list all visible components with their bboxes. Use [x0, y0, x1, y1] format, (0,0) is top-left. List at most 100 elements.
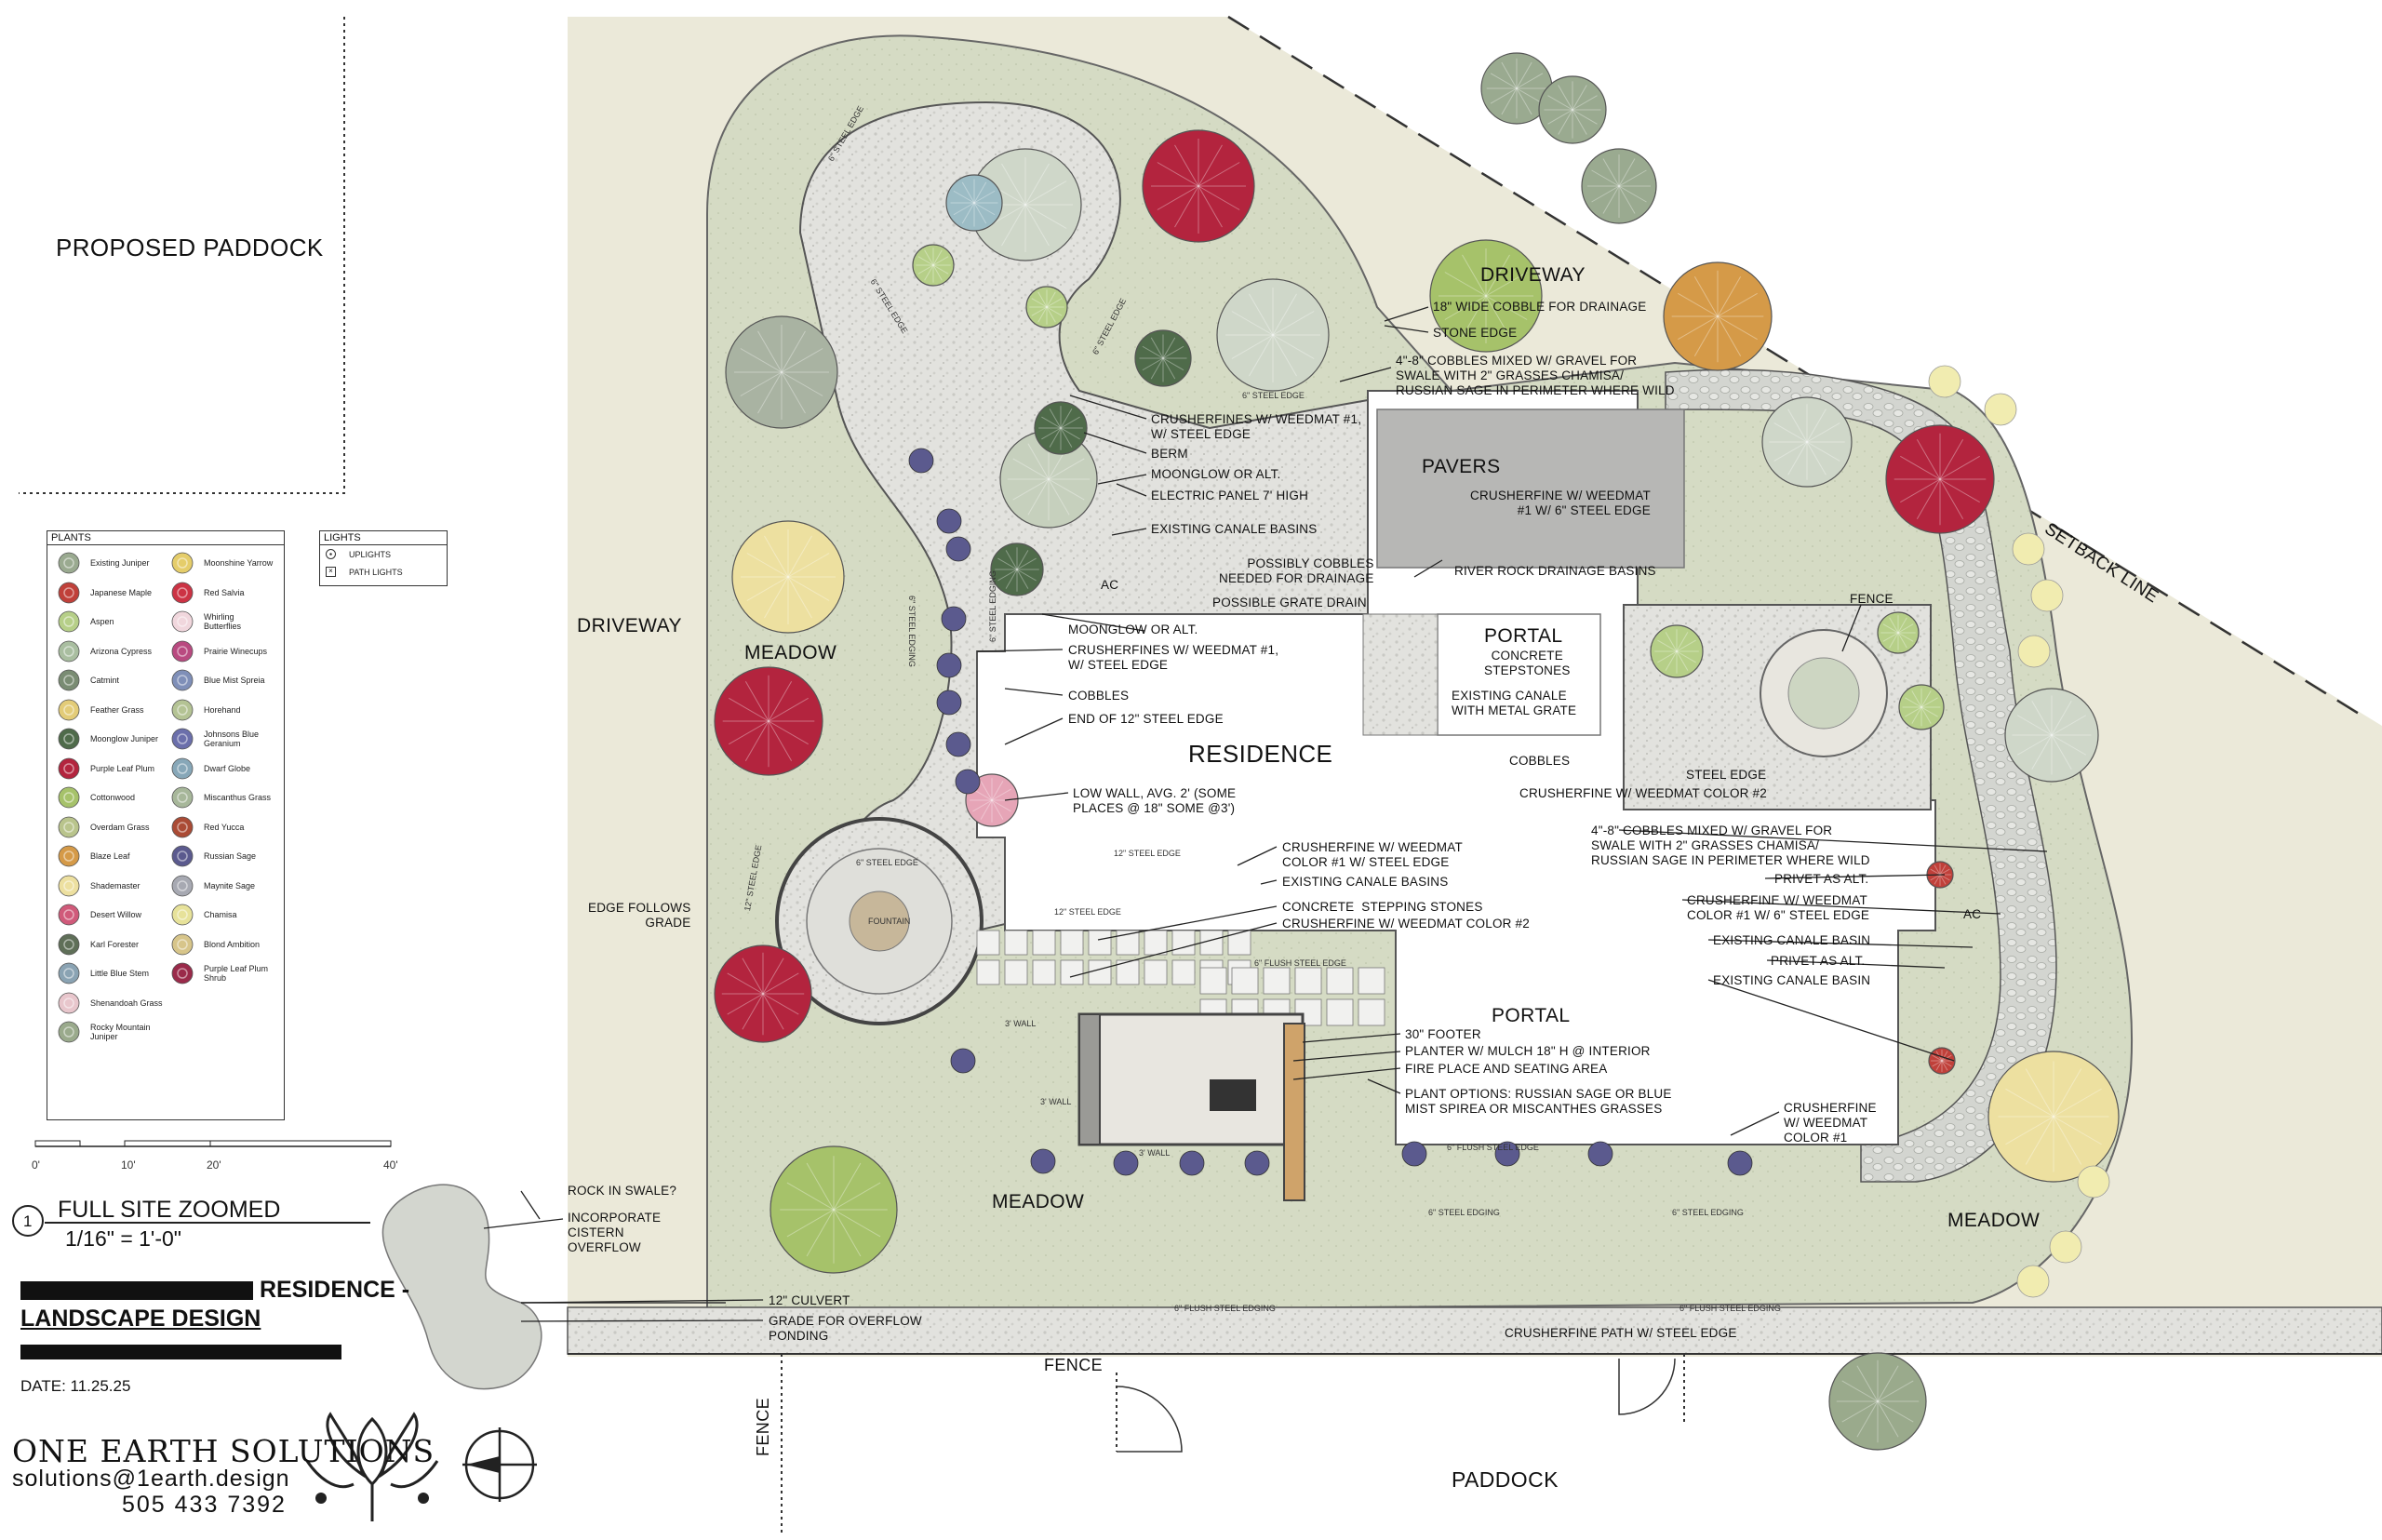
edge-label-steel-edge-6-e: 6" STEEL EDGE: [856, 858, 918, 867]
callout-crusherfine-color2: CRUSHERFINE W/ WEEDMAT COLOR #2: [1519, 786, 1767, 800]
legend-plant-label: Blond Ambition: [204, 939, 261, 949]
cottonwood-tree-icon: [769, 1145, 898, 1274]
legend-plant-label: Aspen: [90, 617, 114, 626]
legend-plant-label: Russian Sage: [204, 851, 257, 861]
callout-existing-canale-basin-2: EXISTING CANALE BASIN: [1713, 973, 1871, 987]
legend-plant-item: Red Salvia: [167, 580, 245, 606]
cypress-tree-icon: [2004, 688, 2099, 783]
russian-sage-icon: [936, 690, 962, 716]
moonglow-juniper-icon: [990, 542, 1044, 596]
plant-symbol-icon: [167, 697, 198, 723]
callout-crusherfine-path: CRUSHERFINE PATH W/ STEEL EDGE: [1505, 1326, 1737, 1340]
russian-sage-icon: [1179, 1150, 1205, 1176]
aspen-icon: [1877, 611, 1920, 654]
russian-sage-icon: [936, 508, 962, 534]
garden-bed-icon: [969, 148, 1082, 261]
callout-concrete-stepstones: CONCRETE STEPSTONES: [1484, 649, 1571, 677]
plants-legend-title: PLANTS: [51, 532, 91, 543]
russian-sage-icon: [1244, 1150, 1270, 1176]
meadow-right-label: MEADOW: [1947, 1210, 2041, 1231]
stepping-stone: [1060, 959, 1084, 985]
stepping-stone: [1231, 967, 1259, 995]
edge-label-wall-3-c: 3' WALL: [1139, 1148, 1171, 1158]
legend-plant-label: Red Yucca: [204, 822, 245, 832]
legend-plant-item: Dwarf Globe: [167, 756, 250, 782]
russian-sage-icon: [1401, 1141, 1427, 1167]
stepping-stone: [1199, 967, 1227, 995]
legend-plant-item: Overdam Grass: [53, 814, 150, 840]
edge-label-steel-edge-12-b: 12" STEEL EDGE: [1114, 849, 1181, 858]
plant-symbol-icon: [53, 609, 85, 635]
fountain-center: [849, 891, 910, 952]
callout-existing-canale-grate: EXISTING CANALE WITH METAL GRATE: [1452, 689, 1577, 717]
plant-symbol-icon: [167, 960, 198, 986]
legend-plant-label: Existing Juniper: [90, 558, 150, 568]
stepping-stone: [1358, 998, 1385, 1026]
legend-plant-item: Chamisa: [167, 902, 237, 928]
project-title: RESIDENCE -: [20, 1277, 409, 1304]
stepping-stone: [1358, 967, 1385, 995]
legend-plant-item: Japanese Maple: [53, 580, 152, 606]
courtyard-gravel: [1362, 613, 1439, 736]
callout-moonglow-1: MOONGLOW OR ALT.: [1151, 467, 1281, 481]
legend-plant-label: Red Salvia: [204, 587, 245, 597]
callout-crusherfines-weedmat-2: CRUSHERFINES W/ WEEDMAT #1, W/ STEEL EDG…: [1068, 643, 1279, 672]
company-name: ONE EARTH SOLUTIONS: [12, 1433, 435, 1469]
plant-symbol-icon: [53, 667, 85, 693]
leader-line: [1083, 432, 1147, 454]
plant-symbol-icon: [167, 580, 198, 606]
paddock-label: PADDOCK: [1452, 1467, 1559, 1492]
rocky-mountain-juniper-icon: [1828, 1352, 1927, 1451]
legend-plant-label: Feather Grass: [90, 704, 144, 715]
legend-plant-item: Johnsons Blue Geranium: [167, 726, 259, 752]
view-title: FULL SITE ZOOMED: [58, 1197, 281, 1223]
plant-symbol-icon: [53, 843, 85, 869]
callout-incorporate-cistern: INCORPORATE CISTERN OVERFLOW: [568, 1211, 662, 1254]
legend-plant-item: Shenandoah Grass: [53, 990, 163, 1016]
plant-symbol-icon: [53, 726, 85, 752]
planter-wall-left: [1078, 1013, 1101, 1145]
dwarf-globe-icon: [945, 174, 1003, 232]
legend-plant-item: Desert Willow: [53, 902, 141, 928]
shademaster-tree-icon: [731, 520, 845, 634]
driveway-left-label: DRIVEWAY: [577, 615, 682, 636]
russian-sage-icon: [1727, 1150, 1753, 1176]
legend-plant-label: Whirling Butterflies: [204, 612, 242, 631]
plant-symbol-icon: [167, 638, 198, 664]
legend-plant-label: Little Blue Stem: [90, 969, 150, 978]
pavers-area: [1376, 408, 1685, 569]
chamisa-icon: [2016, 1265, 2050, 1298]
uplight-icon: [326, 549, 336, 559]
legend-plant-item: Moonglow Juniper: [53, 726, 158, 752]
fountain-label: FOUNTAIN: [868, 917, 911, 926]
purple-plum-tree-icon: [714, 944, 812, 1043]
callout-footer: 30" FOOTER: [1405, 1027, 1481, 1041]
leader-line: [1004, 717, 1064, 745]
legend-plant-label: Chamisa: [204, 910, 237, 919]
legend-plant-label: Purple Leaf Plum Shrub: [204, 964, 269, 983]
legend-plant-item: Feather Grass: [53, 697, 144, 723]
plant-symbol-icon: [53, 550, 85, 576]
legend-plant-label: Moonglow Juniper: [90, 734, 159, 743]
view-number: 1: [23, 1212, 33, 1230]
legend-plant-label: Moonshine Yarrow: [204, 558, 274, 568]
path-light-icon: ×: [326, 567, 336, 577]
legend-plant-label: Maynite Sage: [204, 880, 256, 891]
russian-sage-icon: [950, 1048, 976, 1074]
cypress-tree-icon: [999, 430, 1098, 529]
leader-line: [976, 649, 1064, 652]
stepping-stone: [1144, 959, 1168, 985]
callout-cobbles-mixed-right: 4"-8" COBBLES MIXED W/ GRAVEL FOR SWALE …: [1591, 824, 1870, 867]
gate-swing-right: [1618, 1358, 1676, 1415]
callout-privet-1: PRIVET AS ALT.: [1774, 872, 1869, 886]
leader-line: [1384, 325, 1429, 333]
leader-line: [1097, 474, 1147, 485]
fence-bottom-label: FENCE: [1044, 1356, 1104, 1374]
chamisa-icon: [2049, 1230, 2082, 1264]
legend-plant-item: Shademaster: [53, 873, 141, 899]
stepping-stone: [1116, 930, 1140, 956]
legend-plant-item: Blue Mist Spreia: [167, 667, 265, 693]
cypress-tree-icon: [1216, 278, 1330, 392]
russian-sage-icon: [1113, 1150, 1139, 1176]
